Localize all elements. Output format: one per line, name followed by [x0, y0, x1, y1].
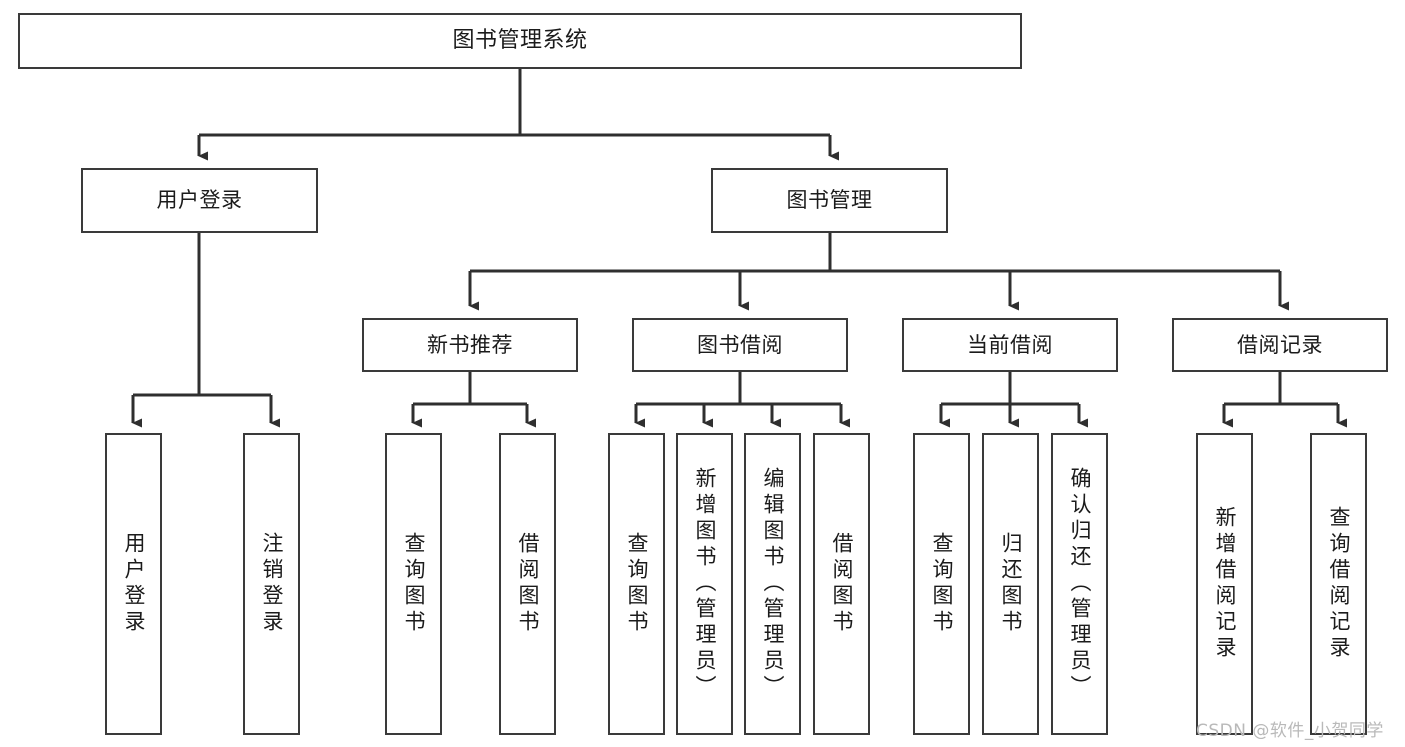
node-root-label: 图书管理系统	[452, 28, 588, 54]
node-borrow-records-label: 借阅记录	[1237, 332, 1323, 357]
node-leaf-label: 借阅图书	[830, 532, 854, 636]
node-book-borrow-label: 图书借阅	[697, 332, 783, 357]
node-new-book-recommend-label: 新书推荐	[427, 332, 513, 357]
node-leaf-label: 新增图书（管理员）	[693, 467, 717, 701]
node-leaf-label: 借阅图书	[516, 532, 540, 636]
node-leaf-currentborrow-query-book[interactable]: 查询图书	[913, 433, 970, 735]
node-leaf-label: 查询图书	[402, 532, 426, 636]
node-leaf-bookborrow-borrow-book[interactable]: 借阅图书	[813, 433, 870, 735]
node-leaf-bookborrow-edit-book[interactable]: 编辑图书（管理员）	[744, 433, 801, 735]
node-borrow-records[interactable]: 借阅记录	[1172, 318, 1388, 372]
csdn-watermark: CSDN @软件_小贺同学	[1196, 721, 1384, 741]
node-leaf-currentborrow-return-book[interactable]: 归还图书	[982, 433, 1039, 735]
node-leaf-user-login-logout[interactable]: 注销登录	[243, 433, 300, 735]
node-leaf-borrowrecords-add-record[interactable]: 新增借阅记录	[1196, 433, 1253, 735]
node-leaf-newbook-query-book[interactable]: 查询图书	[385, 433, 442, 735]
node-current-borrow[interactable]: 当前借阅	[902, 318, 1118, 372]
node-leaf-label: 新增借阅记录	[1213, 506, 1237, 662]
node-leaf-label: 确认归还（管理员）	[1068, 467, 1092, 701]
node-current-borrow-label: 当前借阅	[967, 332, 1053, 357]
node-leaf-currentborrow-confirm-return[interactable]: 确认归还（管理员）	[1051, 433, 1108, 735]
node-new-book-recommend[interactable]: 新书推荐	[362, 318, 578, 372]
node-user-login[interactable]: 用户登录	[81, 168, 318, 233]
node-leaf-bookborrow-add-book[interactable]: 新增图书（管理员）	[676, 433, 733, 735]
node-leaf-bookborrow-query-book[interactable]: 查询图书	[608, 433, 665, 735]
node-book-borrow[interactable]: 图书借阅	[632, 318, 848, 372]
node-leaf-label: 用户登录	[122, 532, 146, 636]
node-book-management-label: 图书管理	[786, 188, 873, 213]
node-leaf-label: 归还图书	[999, 532, 1023, 636]
node-leaf-user-login-login[interactable]: 用户登录	[105, 433, 162, 735]
node-user-login-label: 用户登录	[156, 188, 243, 213]
node-leaf-label: 查询借阅记录	[1327, 506, 1351, 662]
node-leaf-newbook-borrow-book[interactable]: 借阅图书	[499, 433, 556, 735]
node-leaf-label: 查询图书	[930, 532, 954, 636]
node-book-management[interactable]: 图书管理	[711, 168, 948, 233]
node-leaf-label: 编辑图书（管理员）	[761, 467, 785, 701]
node-leaf-label: 查询图书	[625, 532, 649, 636]
node-leaf-label: 注销登录	[260, 532, 284, 636]
node-root-book-management-system[interactable]: 图书管理系统	[18, 13, 1022, 69]
node-leaf-borrowrecords-query-record[interactable]: 查询借阅记录	[1310, 433, 1367, 735]
